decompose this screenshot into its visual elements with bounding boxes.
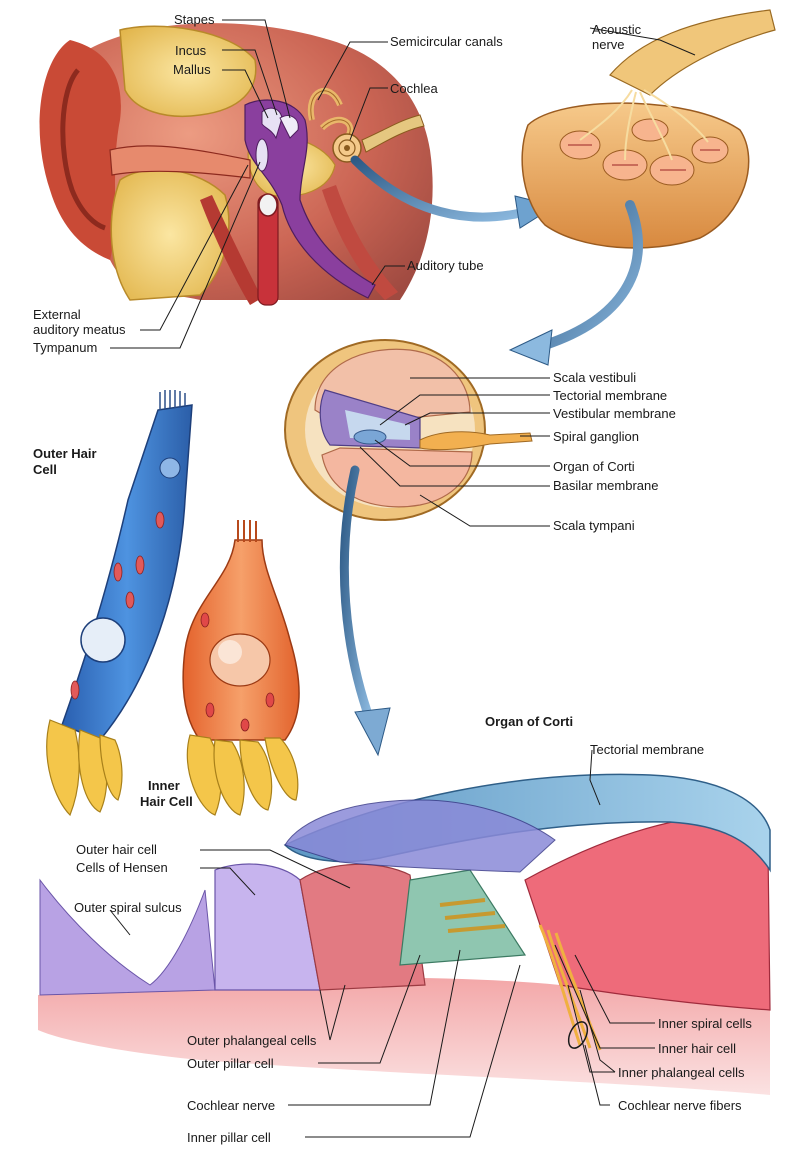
label-auditory-tube: Auditory tube xyxy=(407,258,484,273)
label-incus: Incus xyxy=(175,43,207,58)
label-basilar-membrane: Basilar membrane xyxy=(553,478,659,493)
outer-hair-cell-illustration xyxy=(46,390,193,817)
label-external-auditory-meatus-line-2: auditory meatus xyxy=(33,322,126,337)
label-outer-hair-cell-line-1: Outer Hair xyxy=(33,446,97,461)
arrow-to-organ-of-corti xyxy=(339,465,391,757)
label-inner-spiral-cells: Inner spiral cells xyxy=(658,1016,752,1031)
cochlea-detail xyxy=(521,9,776,249)
label-cells-of-hensen: Cells of Hensen xyxy=(76,860,168,875)
label-mallus: Mallus xyxy=(173,62,211,77)
label-spiral-ganglion: Spiral ganglion xyxy=(553,429,640,444)
label-corti-tectorial-membrane: Tectorial membrane xyxy=(590,742,705,757)
label-cochlea: Cochlea xyxy=(390,81,438,96)
label-external-auditory-meatus-line-1: External xyxy=(33,307,81,322)
organ-of-corti-illustration xyxy=(38,773,771,1095)
label-inner-hair-cell-line-2: Hair Cell xyxy=(140,794,193,809)
label-cochlear-nerve: Cochlear nerve xyxy=(187,1098,276,1113)
label-outer-hair-cell: Outer hair cell xyxy=(76,842,157,857)
corti-title: Organ of Corti xyxy=(485,714,574,729)
label-stapes: Stapes xyxy=(174,12,215,27)
label-tympanum: Tympanum xyxy=(33,340,98,355)
label-inner-hair-cell-line-1: Inner xyxy=(148,778,180,793)
label-scala-tympani: Scala tympani xyxy=(553,518,635,533)
label-inner-pillar-cell: Inner pillar cell xyxy=(187,1130,271,1145)
label-tectorial-membrane: Tectorial membrane xyxy=(553,388,668,403)
label-semicircular-canals: Semicircular canals xyxy=(390,34,503,49)
label-inner-hair-cell: Inner hair cell xyxy=(658,1041,737,1056)
label-outer-hair-cell-line-2: Cell xyxy=(33,462,57,477)
label-inner-phalangeal-cells: Inner phalangeal cells xyxy=(618,1065,745,1080)
label-acoustic-nerve-line-2: nerve xyxy=(592,37,625,52)
label-organ-of-corti: Organ of Corti xyxy=(553,459,635,474)
label-outer-pillar-cell: Outer pillar cell xyxy=(187,1056,274,1071)
inner-hair-cell-illustration xyxy=(182,520,300,816)
label-scala-vestibuli: Scala vestibuli xyxy=(553,370,637,385)
label-outer-phalangeal-cells: Outer phalangeal cells xyxy=(187,1033,317,1048)
label-acoustic-nerve-line-1: Acoustic xyxy=(592,22,642,37)
label-outer-spiral-sulcus: Outer spiral sulcus xyxy=(74,900,182,915)
label-cochlear-nerve-fibers: Cochlear nerve fibers xyxy=(618,1098,742,1113)
label-vestibular-membrane: Vestibular membrane xyxy=(553,406,676,421)
cochlear-duct-section xyxy=(284,339,533,521)
leader-lines xyxy=(109,19,696,1138)
ear-cross-section xyxy=(39,23,433,306)
arrow-to-cochlear-duct xyxy=(508,200,643,366)
